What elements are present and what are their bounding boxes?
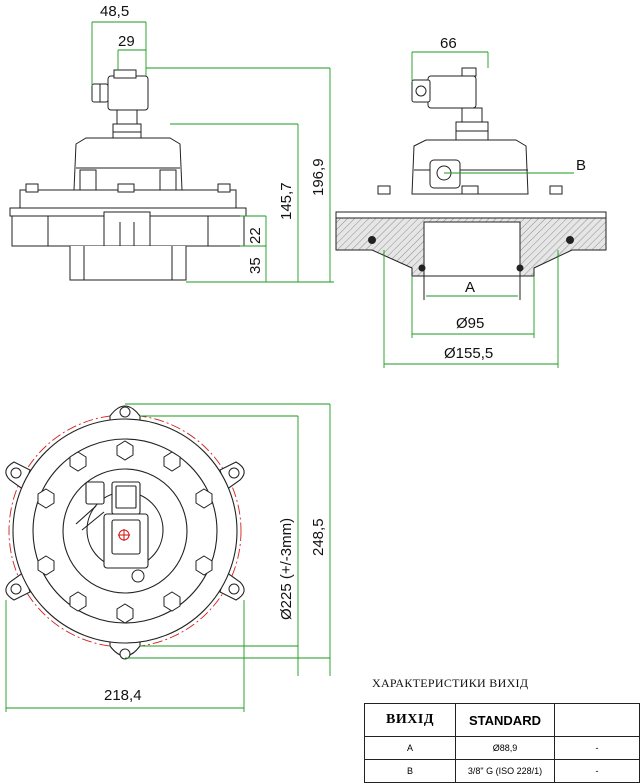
top-view <box>5 405 245 660</box>
dim-height-total: 196,9 <box>310 158 327 196</box>
dim-bolt-circle: Ø225 (+/-3mm) <box>278 518 295 620</box>
label-a: A <box>465 279 475 296</box>
spec-table: ВИХІД STANDARD A Ø88,9 - B 3/8" G (ISO 2… <box>364 703 640 783</box>
row-a-extra: - <box>554 736 640 760</box>
header-extra <box>554 703 640 737</box>
section-view-dimensions <box>383 51 574 368</box>
row-b-standard: 3/8" G (ISO 228/1) <box>455 759 555 783</box>
top-view-dimensions <box>5 403 331 712</box>
dim-width-coil: 66 <box>440 35 457 52</box>
table-row: B 3/8" G (ISO 228/1) - <box>364 759 640 783</box>
section-flange <box>335 211 607 300</box>
row-b-output: B <box>364 759 456 783</box>
row-b-extra: - <box>554 759 640 783</box>
dim-height-bottom: 248,5 <box>310 518 327 556</box>
side-view <box>9 69 247 281</box>
dim-height-flange: 22 <box>247 227 264 244</box>
table-header-row: ВИХІД STANDARD <box>364 703 640 737</box>
side-view-dimensions <box>91 21 334 283</box>
section-view <box>377 67 563 195</box>
dim-width-outer: 48,5 <box>100 3 129 20</box>
dim-height-outlet: 35 <box>247 257 264 274</box>
dim-diameter-outlet: Ø95 <box>456 315 484 332</box>
header-output: ВИХІД <box>364 703 456 737</box>
table-row: A Ø88,9 - <box>364 736 640 760</box>
row-a-standard: Ø88,9 <box>455 736 555 760</box>
dim-width-bottom: 218,4 <box>104 687 142 704</box>
dim-diameter-flange: Ø155,5 <box>444 345 493 362</box>
dim-height-body: 145,7 <box>278 182 295 220</box>
header-standard: STANDARD <box>455 703 555 737</box>
dim-width-inner: 29 <box>118 33 135 50</box>
table-title: ХАРАКТЕРИСТИКИ ВИХІД <box>372 676 529 690</box>
label-b: B <box>576 157 586 174</box>
row-a-output: A <box>364 736 456 760</box>
